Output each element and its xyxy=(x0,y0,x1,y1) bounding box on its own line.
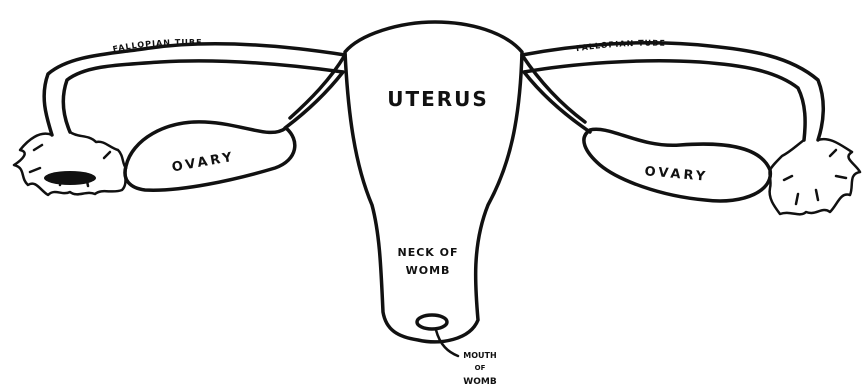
mouth-of-womb-label-line3: WOMB xyxy=(463,377,497,387)
left-ovary-label: OVARY xyxy=(171,150,236,176)
uterus-label: UTERUS xyxy=(387,87,489,111)
mouth-of-womb-label-line2: OF xyxy=(475,364,486,372)
right-ovary xyxy=(584,129,770,201)
right-fimbriae xyxy=(769,139,860,214)
left-fallopian-tube-label: FALLOPIAN TUBE xyxy=(112,38,203,54)
neck-of-womb-label-line1: NECK OF xyxy=(397,246,458,259)
neck-of-womb-label-line2: WOMB xyxy=(406,264,451,277)
right-fallopian-tube xyxy=(522,43,823,140)
mouth-of-womb xyxy=(417,315,447,329)
left-fimbriae xyxy=(14,132,126,195)
right-fallopian-tube-label: FALLOPIAN TUBE xyxy=(575,39,666,54)
left-fimbriae-dark-spot xyxy=(44,171,96,185)
mouth-of-womb-label-line1: MOUTH xyxy=(463,351,496,360)
right-ovary-label: OVARY xyxy=(644,164,709,184)
uterus-outline xyxy=(345,22,522,342)
